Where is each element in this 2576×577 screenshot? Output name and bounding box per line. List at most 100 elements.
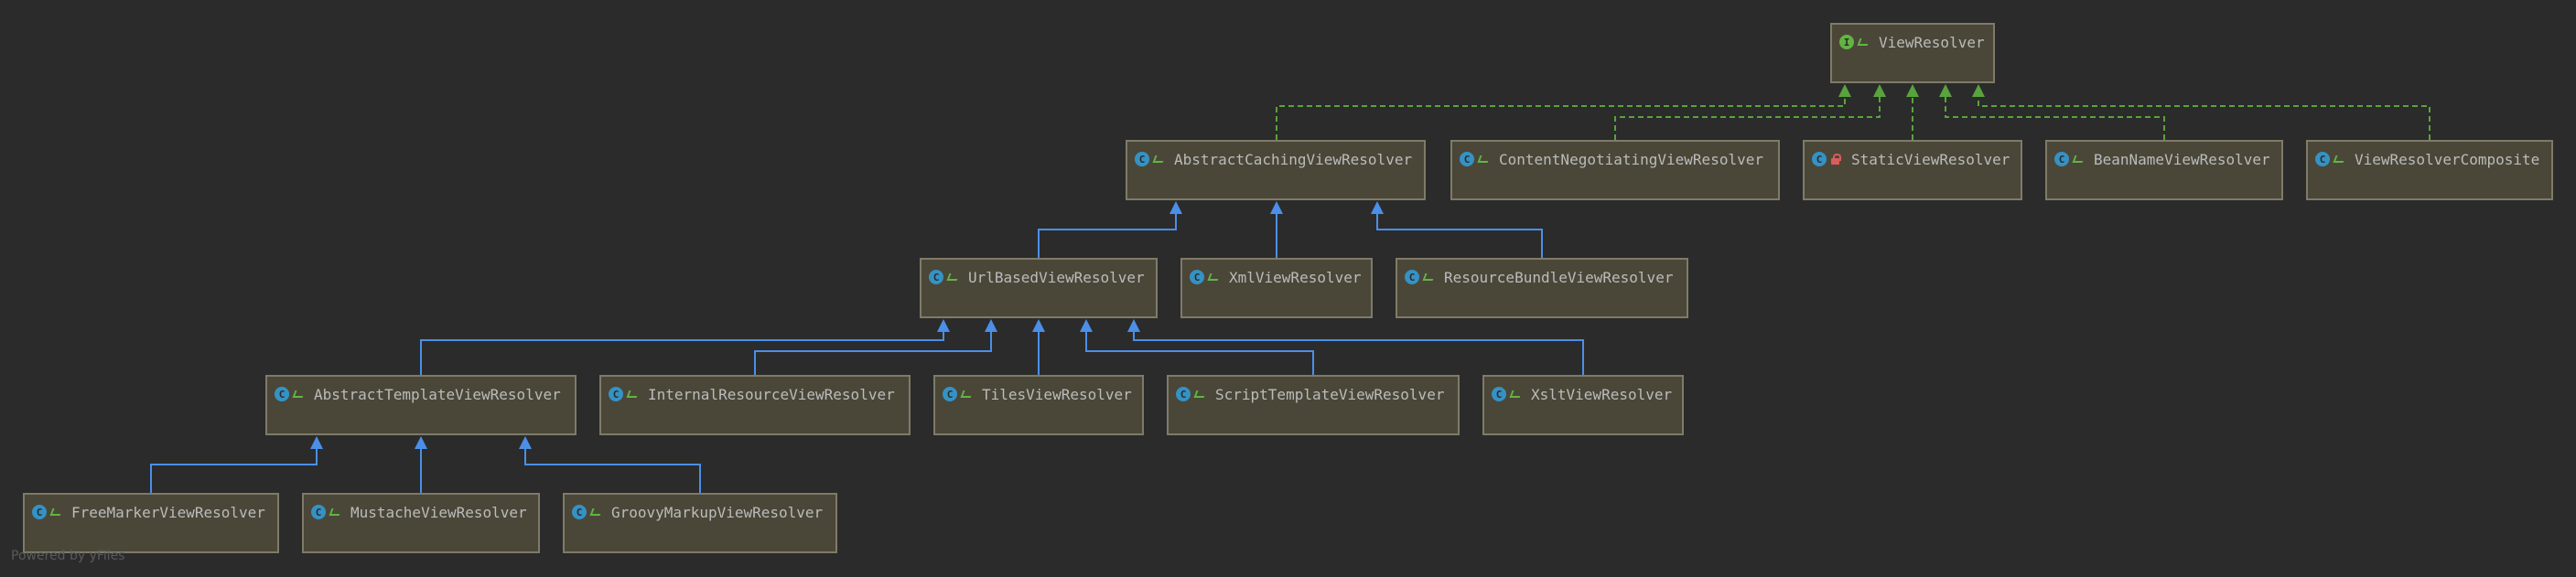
- edge-arrowhead: [1270, 201, 1283, 214]
- edge-extends: [1270, 201, 1283, 258]
- edge-line: [1276, 96, 1846, 140]
- public-visibility-icon: [946, 271, 959, 283]
- edge-line: [1945, 96, 2165, 140]
- class-icon: C: [1176, 387, 1191, 401]
- class-node[interactable]: C AbstractCachingViewResolver: [1126, 140, 1426, 200]
- edge-line: [1978, 96, 2430, 140]
- class-node[interactable]: C XsltViewResolver: [1482, 375, 1684, 435]
- edge-line: [1133, 331, 1584, 375]
- public-visibility-icon: [2072, 153, 2085, 166]
- edge-extends: [150, 436, 323, 493]
- class-icon: C: [929, 270, 943, 284]
- edge-line: [150, 448, 318, 493]
- class-node-label: ViewResolver: [1879, 34, 1985, 51]
- public-visibility-icon: [292, 388, 305, 401]
- edge-line: [754, 331, 992, 375]
- edge-arrowhead: [1032, 319, 1045, 332]
- edge-arrowhead: [1127, 319, 1140, 332]
- class-node-label: ScriptTemplateViewResolver: [1215, 386, 1445, 403]
- class-node-label: FreeMarkerViewResolver: [71, 504, 265, 521]
- edge-extends: [420, 319, 950, 375]
- public-visibility-icon: [1207, 271, 1220, 283]
- edge-extends: [1032, 319, 1045, 375]
- class-node[interactable]: C TilesViewResolver: [933, 375, 1144, 435]
- public-visibility-icon: [329, 506, 341, 518]
- class-icon: C: [943, 387, 957, 401]
- class-icon: C: [1492, 387, 1506, 401]
- interface-icon: I: [1839, 35, 1854, 49]
- watermark: Powered by yFiles: [11, 549, 125, 563]
- lock-icon: [1829, 153, 1842, 166]
- edge-implements: [1614, 84, 1886, 140]
- edge-arrowhead: [985, 319, 997, 332]
- edge-extends: [1127, 319, 1584, 375]
- class-node[interactable]: C BeanNameViewResolver: [2045, 140, 2283, 200]
- class-node[interactable]: C UrlBasedViewResolver: [920, 258, 1158, 318]
- edge-arrowhead: [1906, 84, 1919, 97]
- class-icon: C: [572, 505, 587, 519]
- abstract-class-icon: C: [1135, 152, 1149, 166]
- class-icon: C: [1812, 152, 1827, 166]
- edge-implements: [1939, 84, 2165, 140]
- class-node-label: XmlViewResolver: [1229, 269, 1362, 286]
- class-node-label: StaticViewResolver: [1851, 151, 2010, 168]
- class-node-label: InternalResourceViewResolver: [648, 386, 895, 403]
- edge-line: [420, 331, 944, 375]
- public-visibility-icon: [49, 506, 62, 518]
- edge-arrowhead: [310, 436, 323, 449]
- public-visibility-icon: [1509, 388, 1522, 401]
- edge-arrowhead: [1972, 84, 1985, 97]
- edge-line: [1614, 96, 1881, 140]
- edge-implements: [1906, 84, 1919, 140]
- class-node[interactable]: C ContentNegotiatingViewResolver: [1450, 140, 1780, 200]
- class-node[interactable]: C InternalResourceViewResolver: [599, 375, 911, 435]
- edge-arrowhead: [519, 436, 532, 449]
- class-icon: C: [1460, 152, 1474, 166]
- public-visibility-icon: [1477, 153, 1490, 166]
- class-node[interactable]: I ViewResolver: [1830, 23, 1995, 83]
- edge-arrowhead: [1371, 201, 1384, 214]
- edge-arrowhead: [1873, 84, 1886, 97]
- class-node-label: AbstractCachingViewResolver: [1174, 151, 1413, 168]
- class-node-label: BeanNameViewResolver: [2094, 151, 2270, 168]
- public-visibility-icon: [626, 388, 639, 401]
- class-icon: C: [311, 505, 326, 519]
- edge-arrowhead: [937, 319, 950, 332]
- edge-extends: [519, 436, 701, 493]
- class-icon: C: [2054, 152, 2069, 166]
- class-node[interactable]: C MustacheViewResolver: [302, 493, 540, 553]
- class-node[interactable]: C StaticViewResolver: [1803, 140, 2022, 200]
- edge-extends: [1038, 201, 1182, 258]
- class-node-label: UrlBasedViewResolver: [968, 269, 1145, 286]
- class-node-label: TilesViewResolver: [982, 386, 1132, 403]
- public-visibility-icon: [2333, 153, 2345, 166]
- public-visibility-icon: [960, 388, 973, 401]
- abstract-class-icon: C: [275, 387, 289, 401]
- class-icon: C: [609, 387, 623, 401]
- class-icon: C: [1405, 270, 1419, 284]
- edge-implements: [1972, 84, 2430, 140]
- class-node[interactable]: C ScriptTemplateViewResolver: [1167, 375, 1460, 435]
- edge-extends: [1080, 319, 1314, 375]
- edge-arrowhead: [1169, 201, 1182, 214]
- edge-extends: [415, 436, 427, 493]
- class-node-label: XsltViewResolver: [1531, 386, 1673, 403]
- edge-implements: [1276, 84, 1851, 140]
- class-node-label: MustacheViewResolver: [350, 504, 527, 521]
- edge-line: [1376, 213, 1543, 258]
- edge-arrowhead: [1939, 84, 1952, 97]
- edge-arrowhead: [1838, 84, 1851, 97]
- public-visibility-icon: [589, 506, 602, 518]
- edge-extends: [1371, 201, 1543, 258]
- class-node-label: ContentNegotiatingViewResolver: [1499, 151, 1763, 168]
- edge-arrowhead: [415, 436, 427, 449]
- class-node-label: ViewResolverComposite: [2355, 151, 2540, 168]
